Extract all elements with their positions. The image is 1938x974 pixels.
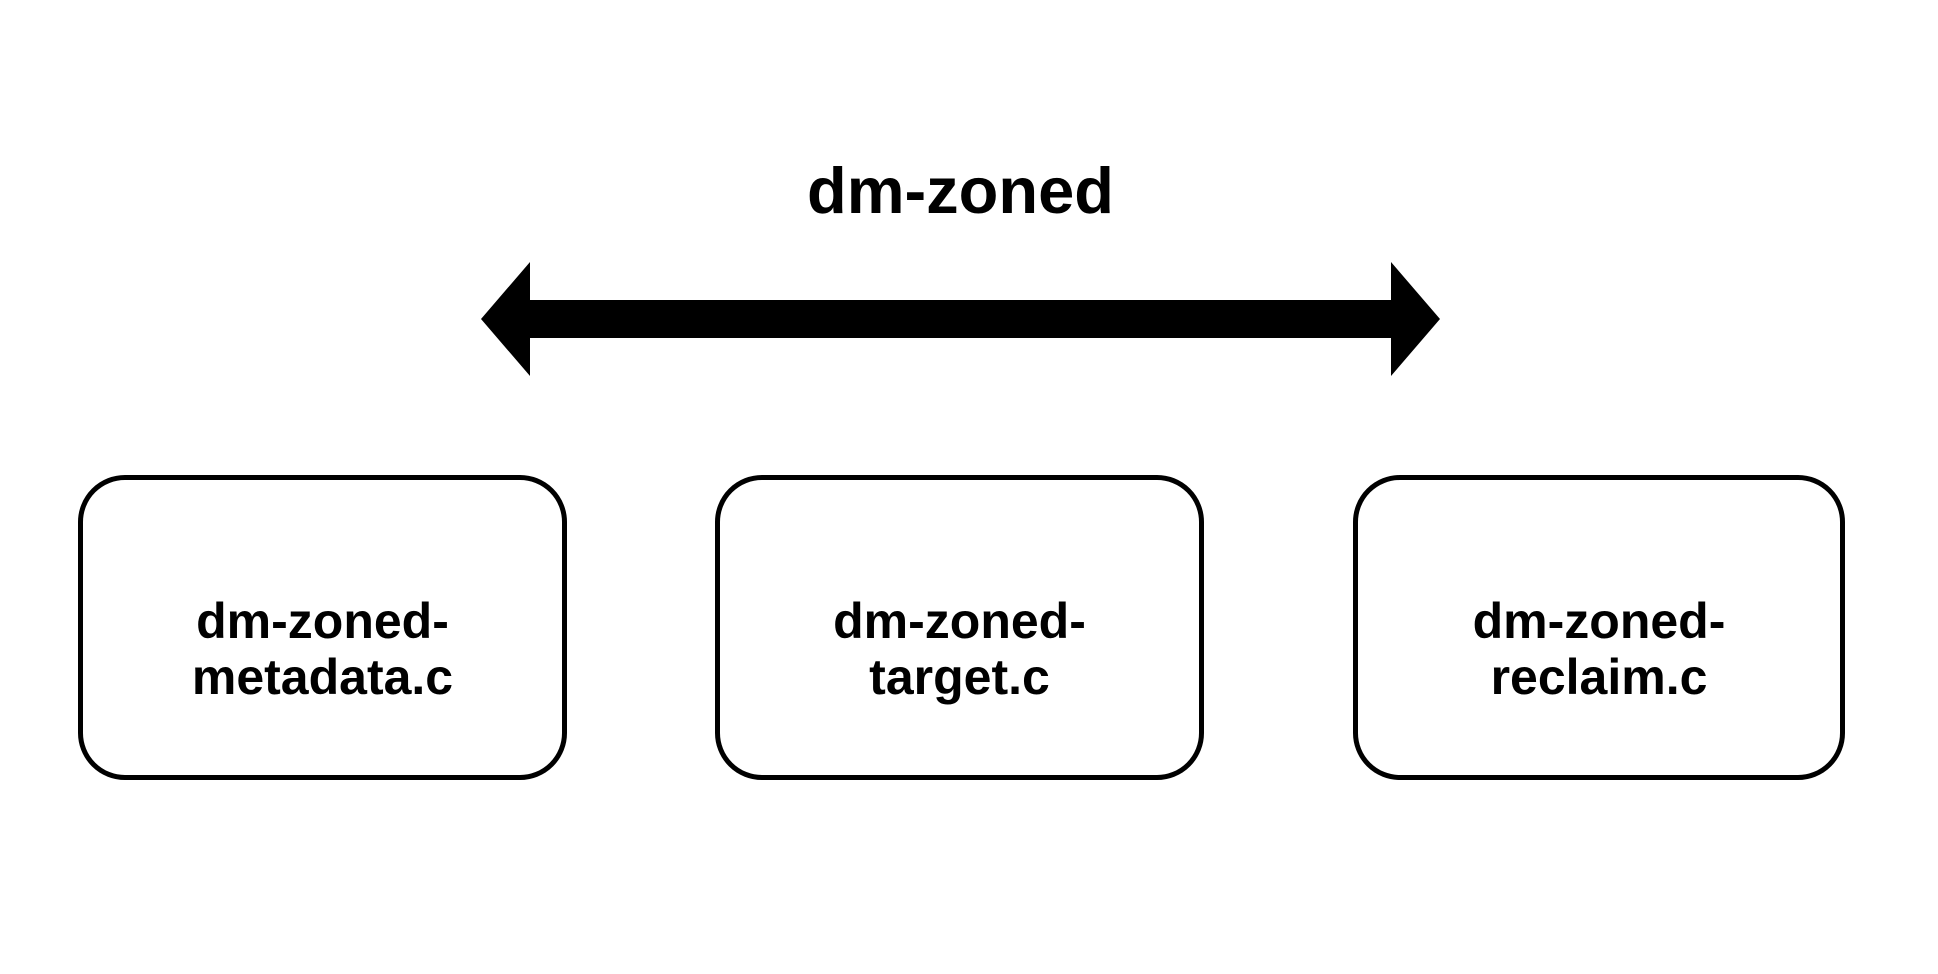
diagram-title: dm-zoned: [807, 153, 1114, 227]
node-dm-zoned-metadata-label: dm-zoned- metadata.c: [192, 593, 453, 705]
node-dm-zoned-target-label-line2: target.c: [869, 648, 1050, 705]
node-dm-zoned-target-label: dm-zoned- target.c: [833, 593, 1086, 705]
node-dm-zoned-reclaim-label-line1: dm-zoned-: [1472, 592, 1726, 649]
node-dm-zoned-target: dm-zoned- target.c: [715, 475, 1204, 780]
node-dm-zoned-reclaim-label-line2: reclaim.c: [1490, 648, 1708, 705]
node-dm-zoned-metadata-label-line2: metadata.c: [191, 648, 454, 705]
double-headed-arrow: [481, 262, 1440, 376]
node-dm-zoned-reclaim-label: dm-zoned- reclaim.c: [1473, 593, 1726, 705]
node-dm-zoned-target-label-line1: dm-zoned-: [833, 592, 1086, 649]
node-dm-zoned-metadata: dm-zoned- metadata.c: [78, 475, 567, 780]
double-headed-arrow-shape: [481, 262, 1440, 376]
node-dm-zoned-reclaim: dm-zoned- reclaim.c: [1353, 475, 1845, 780]
node-dm-zoned-metadata-label-line1: dm-zoned-: [196, 592, 449, 649]
